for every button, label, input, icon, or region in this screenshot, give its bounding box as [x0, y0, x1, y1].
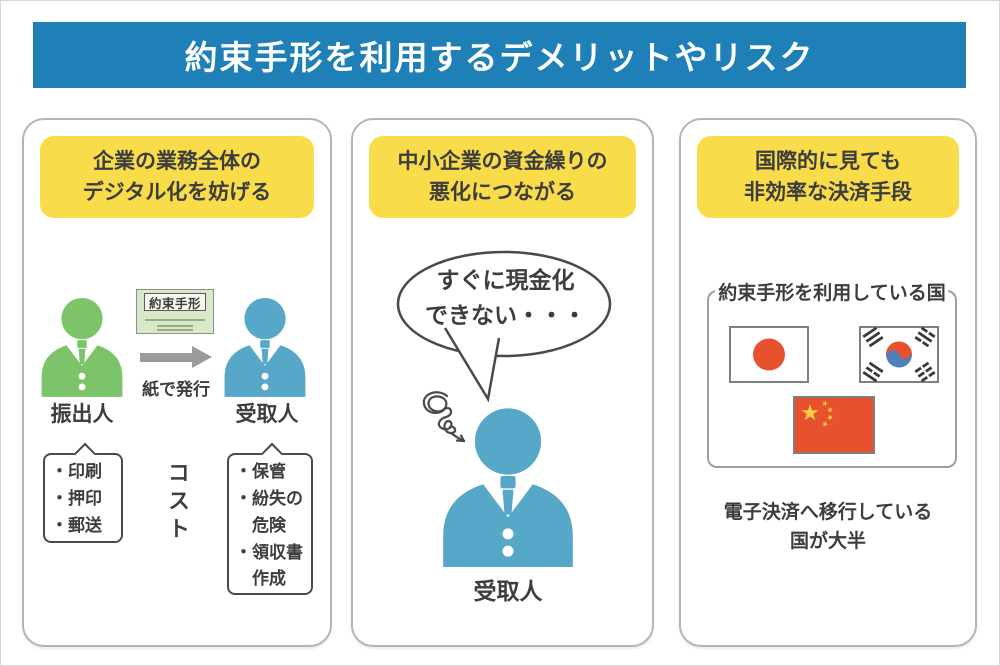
- drawer-label: 振出人: [50, 402, 114, 426]
- card3-bottom-line2: 国が大半: [789, 530, 866, 553]
- payee-person-icon: [443, 408, 573, 567]
- speech-bubble: [396, 250, 612, 403]
- card2-header: 中小企業の資金繰りの 悪化につながる: [369, 136, 636, 218]
- payee-label: 受取人: [235, 402, 299, 426]
- bubble-text: すぐに現金化 できない・・・: [398, 264, 613, 333]
- card1-header-line1: 企業の業務全体の: [93, 148, 261, 173]
- arrow-caption: 紙で発行: [142, 380, 210, 400]
- japan-flag-icon: [729, 326, 809, 383]
- drawer-costs-callout: ・印刷 ・押印 ・郵送: [43, 453, 123, 543]
- payee-cost-item: 作成: [235, 569, 286, 590]
- china-flag-icon: [793, 396, 875, 454]
- payee-label: 受取人: [473, 579, 543, 605]
- card2-header-line1: 中小企業の資金繰りの: [397, 148, 608, 173]
- promissory-note-label: 約束手形: [144, 293, 206, 311]
- payee-person-icon: [224, 297, 306, 397]
- arrow-shaft: [140, 353, 192, 362]
- south-korea-flag-icon: [859, 326, 939, 383]
- card-international: 国際的に見ても 非効率な決済手段 約束手形を利用している国: [679, 118, 977, 647]
- card-digitalization: 企業の業務全体の デジタル化を妨げる 約束手形 紙で発行: [22, 118, 332, 647]
- card3-bottom-line1: 電子決済へ移行している: [723, 501, 933, 523]
- flags-box: 約束手形を利用している国: [707, 278, 957, 468]
- payee-costs-callout: ・保管 ・紛失の 危険 ・領収書 作成: [227, 453, 313, 595]
- payee-cost-item: 危険: [235, 515, 286, 536]
- bubble-line2: できない・・・: [425, 302, 586, 329]
- promissory-note-icon: 約束手形: [136, 289, 214, 334]
- note-line: [145, 319, 205, 321]
- flags-box-title: 約束手形を利用している国: [715, 278, 949, 305]
- card1-header: 企業の業務全体の デジタル化を妨げる: [40, 136, 314, 218]
- card-cashflow: 中小企業の資金繰りの 悪化につながる すぐに現金化 できない・・・: [351, 118, 654, 647]
- card2-header-line2: 悪化につながる: [429, 180, 576, 204]
- note-line: [157, 325, 193, 327]
- confusion-scribble-icon: [422, 391, 466, 443]
- card1-header-line2: デジタル化を妨げる: [82, 180, 272, 204]
- payee-cost-item: ・領収書: [235, 542, 303, 563]
- payee-cost-item: ・保管: [235, 462, 286, 482]
- payee-cost-item: ・紛失の: [235, 488, 303, 509]
- card3-header-line2: 非効率な決済手段: [744, 180, 912, 204]
- drawer-cost-item: ・印刷: [51, 462, 102, 482]
- cost-vertical-label: コスト: [164, 461, 189, 545]
- bubble-line1: すぐに現金化: [436, 268, 575, 294]
- arrow-right-icon: [192, 346, 212, 368]
- drawer-cost-item: ・押印: [51, 488, 102, 509]
- drawer-person-icon: [41, 297, 123, 397]
- title-banner: 約束手形を利用するデメリットやリスク: [33, 22, 966, 88]
- card3-header: 国際的に見ても 非効率な決済手段: [697, 136, 959, 218]
- card3-bottom-text: 電子決済へ移行している 国が大半: [681, 498, 975, 557]
- drawer-cost-item: ・郵送: [51, 515, 102, 536]
- page-title: 約束手形を利用するデメリットやリスク: [184, 38, 815, 77]
- note-line: [157, 329, 193, 331]
- card3-header-line1: 国際的に見ても: [755, 148, 901, 173]
